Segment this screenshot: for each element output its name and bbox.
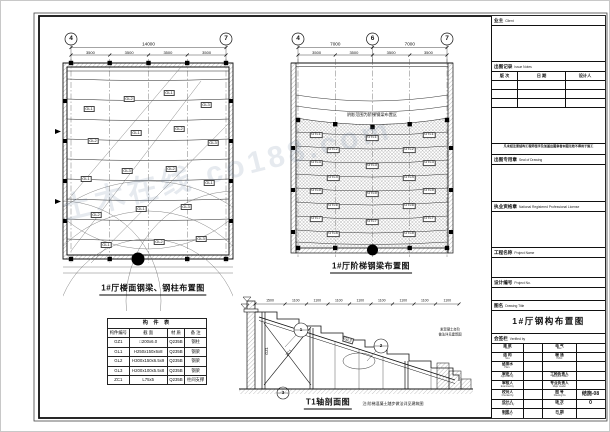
validity-note: 凡未经注册结构工程师签字及加盖出图章者本图无效不得用于施工 xyxy=(492,144,605,155)
drawing-title-label-en: Drawing Title xyxy=(505,303,525,308)
license-label-cn: 执业资格章 xyxy=(494,203,517,209)
drawing-title-label-cn: 图名 xyxy=(494,302,504,308)
sheet-frame xyxy=(33,12,608,422)
section-caption-note: 注:阶梯混凝土踏步做法详见建筑图 xyxy=(362,401,424,406)
issue-label-cn: 出图记录 xyxy=(494,63,513,69)
issue-table: 版 次 日 期 设计人 xyxy=(492,71,605,107)
verify-label-en: Verified by xyxy=(509,336,526,341)
issue-col-rev: 版 次 xyxy=(492,71,518,80)
plan2-caption: 1#厅阶梯钢梁布置图 xyxy=(330,261,412,274)
blank-box xyxy=(492,108,605,144)
col-member-id: 构件编号 xyxy=(107,327,130,339)
client-label-cn: 业主 xyxy=(494,17,504,23)
verify-value: 结施-08 xyxy=(581,390,600,397)
section-caption: T1轴剖面图 xyxy=(303,397,353,410)
verify-value xyxy=(577,353,604,361)
project-no-label-en: Project No. xyxy=(514,280,531,285)
member-table-title: 构 件 表 xyxy=(107,318,207,329)
client-label-en: Client xyxy=(505,18,514,23)
project-name-label-cn: 工程名称 xyxy=(494,249,513,255)
project-no-label-cn: 设计编号 xyxy=(494,279,513,285)
seal-label-cn: 出图专用章 xyxy=(494,156,517,162)
member-table-header: 构件编号 截 面 材 质 备 注 xyxy=(107,327,207,339)
verify-value xyxy=(577,362,604,370)
issue-col-date: 日 期 xyxy=(518,71,566,80)
plan1-caption: 1#厅楼面钢梁、钢柱布置图 xyxy=(99,283,207,296)
verify-value xyxy=(577,344,604,352)
drawing-title: 1#厅钢构布置图 xyxy=(512,315,585,326)
verify-value xyxy=(577,409,604,418)
section-linework xyxy=(239,296,473,400)
col-section: 截 面 xyxy=(128,327,168,339)
col-remark: 备 注 xyxy=(184,327,207,339)
project-name-label-en: Project Name xyxy=(514,250,535,255)
verify-value xyxy=(577,381,604,389)
verify-label-cn: 会签栏 xyxy=(494,335,508,341)
seal-label-en: Seal of Drawing xyxy=(518,157,543,162)
verify-value xyxy=(577,372,604,380)
license-label-en: National Registered Professional License xyxy=(518,204,580,209)
col-material: 材 质 xyxy=(166,327,186,339)
issue-label-en: Issue Notes xyxy=(514,64,532,69)
verify-value: 0 xyxy=(589,400,592,407)
issue-col-designer: 设计人 xyxy=(578,72,592,78)
